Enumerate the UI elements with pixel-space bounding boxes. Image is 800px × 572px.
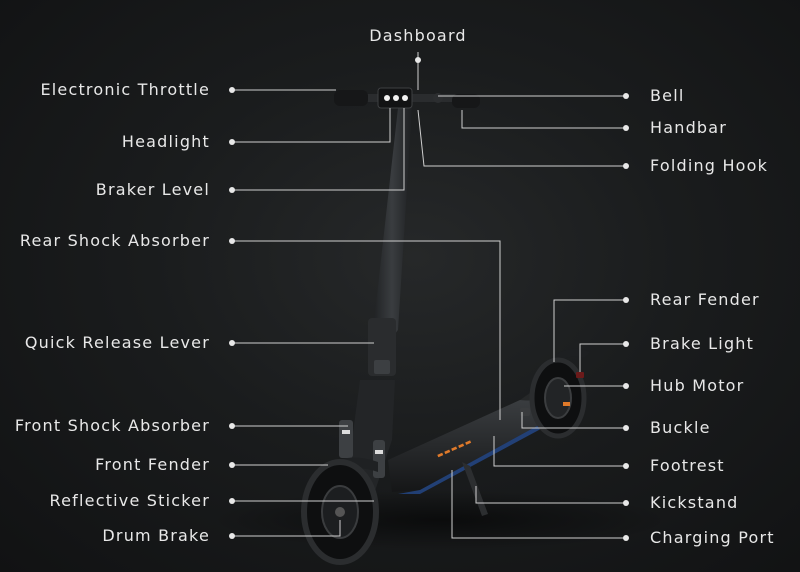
label-bell: Bell [650,86,685,105]
label-folding-hook: Folding Hook [650,156,769,175]
dashboard-led-2 [393,95,399,101]
label-brake-light: Brake Light [650,334,755,353]
label-quick-release-lever: Quick Release Lever [24,333,210,352]
label-front-fender: Front Fender [95,455,210,474]
leader-dots [229,57,629,541]
label-front-shock-absorber: Front Shock Absorber [14,416,210,435]
label-electronic-throttle: Electronic Throttle [40,80,210,99]
rear-orange-accent [563,402,570,406]
floor-shadow [210,490,670,550]
left-grip [334,90,368,106]
rear-hub-motor [544,377,572,419]
label-rear-fender: Rear Fender [650,290,760,309]
front-axle [335,507,345,517]
label-reflective-sticker: Reflective Sticker [49,491,210,510]
quick-release-knob [374,360,390,374]
brake-light-shape [576,372,584,378]
bell-shape [433,93,443,103]
deck-light-strip [398,420,550,494]
label-drum-brake: Drum Brake [102,526,210,545]
label-headlight: Headlight [121,132,210,151]
label-charging-port: Charging Port [650,528,775,547]
left-shock-ring [342,430,350,434]
steering-stem [372,108,412,340]
label-kickstand: Kickstand [650,493,739,512]
label-footrest: Footrest [650,456,725,475]
right-shock-ring [375,450,383,454]
right-grip [452,94,480,108]
label-dashboard: Dashboard [369,26,467,45]
rear-fender-shape [540,348,590,378]
label-rear-shock-absorber: Rear Shock Absorber [19,231,210,250]
dashboard-led-3 [402,95,408,101]
deck-platform [388,400,560,492]
label-buckle: Buckle [650,418,711,437]
left-shock [339,420,353,458]
label-handbar: Handbar [650,118,728,137]
right-shock [373,440,385,478]
label-hub-motor: Hub Motor [650,376,745,395]
dashboard-led-1 [384,95,390,101]
label-braker-level: Braker Level [95,180,210,199]
